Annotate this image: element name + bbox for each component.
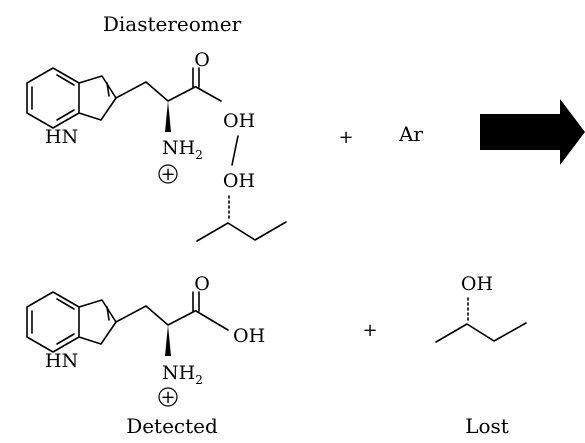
positive-charge-symbol: +	[160, 164, 175, 185]
ring-nh: HN	[45, 350, 78, 372]
butanol-hydroxyl: OH	[223, 170, 255, 192]
stereo-wedge	[165, 325, 171, 356]
detected-caption: Detected	[126, 414, 218, 438]
butanol-molecule-top: OH	[196, 170, 287, 242]
hydroxyl-group: OH	[233, 325, 265, 347]
tryptophan-molecule-top: O OH HN NH2 +	[26, 49, 255, 185]
benzene-ring	[26, 67, 80, 129]
amine-group: NH2	[162, 137, 203, 162]
diastereomer-caption: Diastereomer	[103, 12, 242, 36]
argon-reagent: Ar	[398, 122, 423, 146]
benzene-ring	[26, 291, 80, 353]
tryptophan-molecule-bottom: O OH HN NH2 +	[26, 273, 265, 408]
pyrrole-ring	[78, 75, 117, 121]
pyrrole-ring	[78, 299, 117, 345]
butanol-hydroxyl: OH	[461, 273, 493, 295]
carbonyl-oxygen: O	[194, 49, 210, 71]
positive-charge-symbol: +	[160, 387, 175, 408]
hydroxyl-group: OH	[223, 110, 255, 132]
right-arrow-icon	[480, 99, 585, 165]
lost-caption: Lost	[465, 414, 509, 438]
stereo-wedge	[165, 101, 171, 132]
positive-charge-icon	[158, 164, 178, 184]
hydrogen-bond	[231, 135, 239, 166]
positive-charge-icon	[158, 387, 178, 407]
ring-nh: HN	[45, 126, 78, 148]
plus-sign-bottom: +	[362, 320, 377, 341]
plus-sign-top: +	[338, 127, 353, 148]
carbonyl-oxygen: O	[194, 273, 210, 295]
amine-group: NH2	[162, 362, 203, 387]
butanol-molecule-bottom: OH	[435, 273, 527, 343]
